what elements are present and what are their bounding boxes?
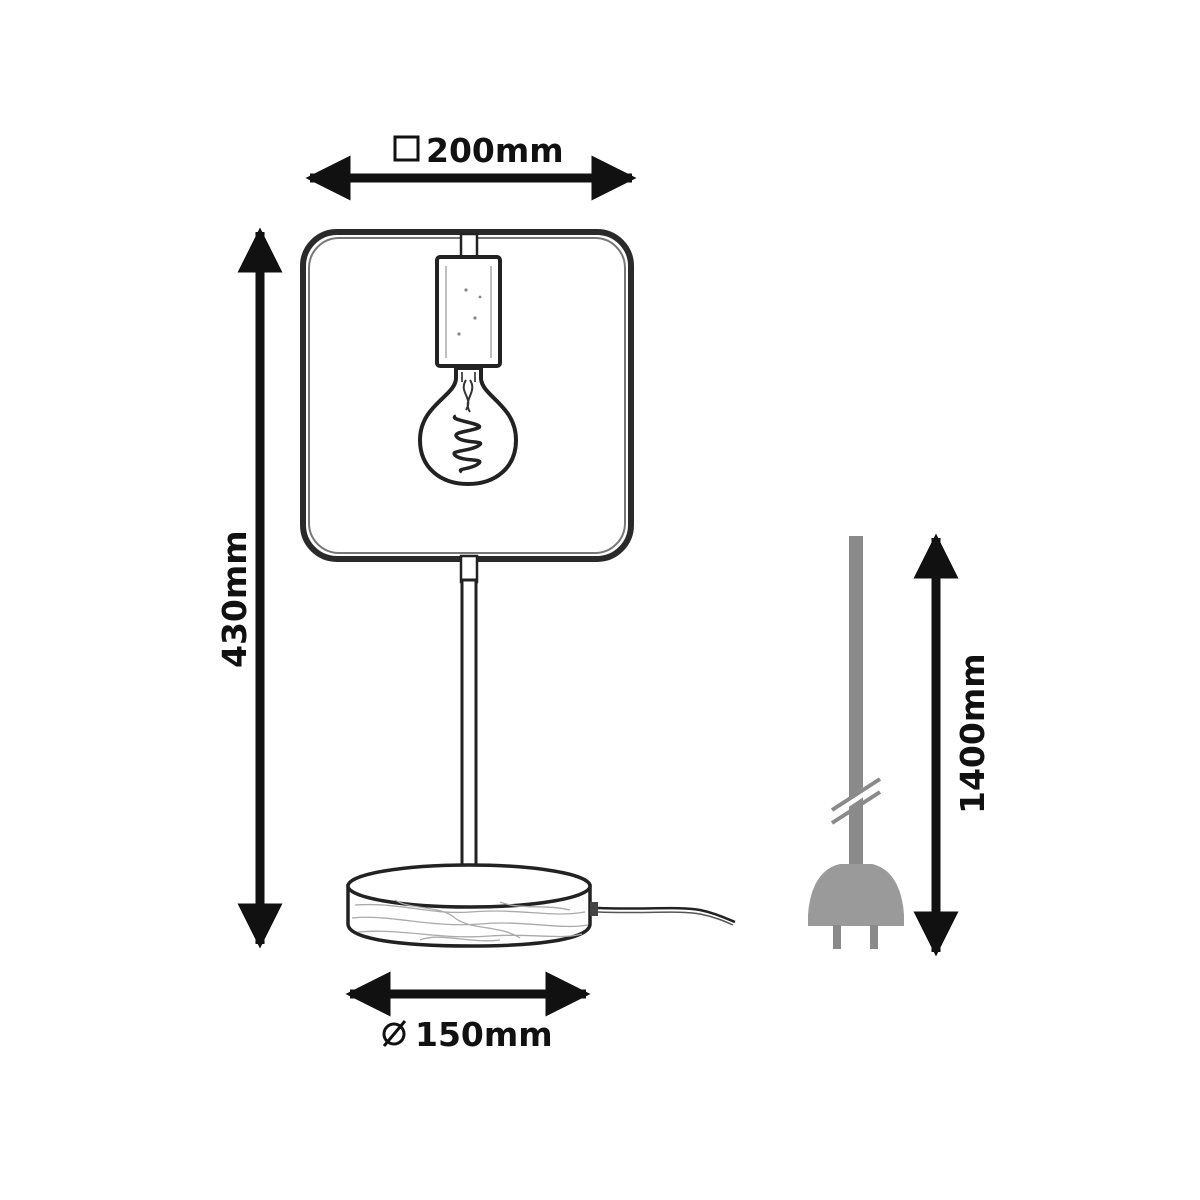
bulb-socket [435, 255, 502, 368]
square-symbol [393, 135, 420, 162]
height-dimension: 430mm [215, 227, 283, 949]
base-dimension: 150mm [345, 971, 591, 1054]
wooden-base [346, 863, 598, 948]
power-cable [597, 906, 736, 924]
plug-icon [808, 864, 904, 949]
cable-line [849, 536, 863, 866]
lamp-frame [300, 229, 634, 893]
diameter-symbol [382, 1020, 407, 1047]
bottom-connector [459, 554, 479, 584]
width-dimension: 200mm [305, 131, 637, 201]
cable-label: 1400mm [953, 653, 992, 814]
cable-exit [590, 902, 598, 916]
light-bulb [417, 366, 519, 487]
cable-dimension: 1400mm [913, 533, 992, 957]
lamp-stem [460, 578, 478, 890]
width-label: 200mm [426, 131, 564, 170]
base-label: 150mm [415, 1015, 553, 1054]
height-label: 430mm [215, 530, 254, 668]
cable-plug-illustration [808, 536, 904, 949]
